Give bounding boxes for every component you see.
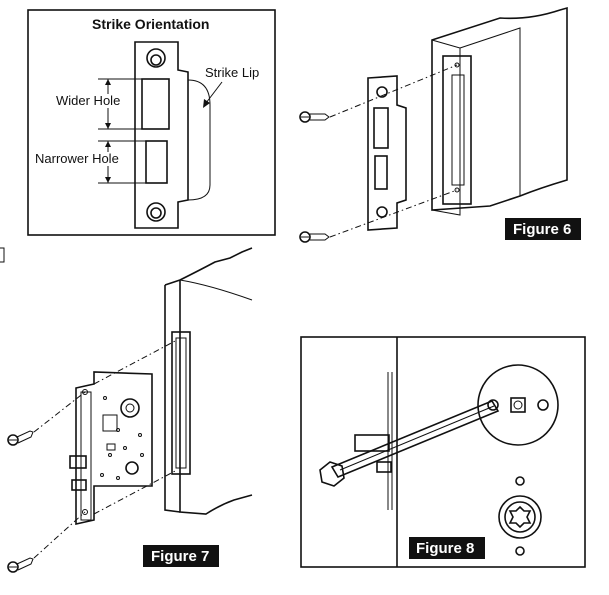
hex-wrench <box>330 399 500 479</box>
lever-hub <box>125 461 139 475</box>
figure6-bottom-screw <box>299 231 330 243</box>
strike-lip-leader <box>205 81 223 104</box>
cylinder-rose <box>498 495 542 539</box>
latch-bolt <box>69 455 87 469</box>
figure7-caption-box <box>143 545 219 567</box>
rose-plate <box>477 364 559 446</box>
deadlatch <box>71 479 87 491</box>
narrower-hole <box>145 140 168 184</box>
figure6-caption-box <box>505 218 581 240</box>
figure8-caption: Figure 8 <box>416 540 474 557</box>
top-screw-hole <box>146 48 166 68</box>
bottom-screw-hole <box>146 202 166 222</box>
strike-lip-edge <box>187 79 211 201</box>
figure7-panel: Figure 7 <box>7 247 253 573</box>
cylinder-cam <box>508 505 532 529</box>
hex-wrench-end <box>319 461 345 487</box>
figure8-border <box>300 336 586 568</box>
figure6-caption: Figure 6 <box>513 221 571 238</box>
strike-orientation-panel: Strike Orientation Wider Hole Narrower H… <box>27 9 276 236</box>
figure6-top-alignment <box>329 64 458 118</box>
strike-lip-label: Strike Lip <box>205 65 259 80</box>
figure8-caption-box <box>409 537 485 559</box>
wider-hole-label: Wider Hole <box>56 93 120 108</box>
mortise-lock-body <box>75 371 153 525</box>
figure8-panel: Figure 8 <box>300 336 586 568</box>
strike-orientation-title: Strike Orientation <box>92 16 209 32</box>
figure7-bottom-screw <box>7 557 34 573</box>
spindle <box>510 397 526 413</box>
figure6-panel: Figure 6 <box>299 6 581 243</box>
narrower-hole-label: Narrower Hole <box>35 151 119 166</box>
figure7-top-screw <box>7 430 34 446</box>
door-edge <box>179 280 253 515</box>
figure6-bottom-alignment <box>329 189 458 238</box>
figure7-caption: Figure 7 <box>151 548 209 565</box>
lock-mortise <box>171 331 191 475</box>
door-frame <box>431 6 568 211</box>
figure6-top-screw <box>299 111 330 123</box>
panel-border <box>27 9 276 236</box>
figure6-strike-plate <box>367 75 407 231</box>
cylinder-hub <box>120 398 140 418</box>
wider-hole <box>141 78 170 130</box>
strike-mortise <box>442 55 472 205</box>
